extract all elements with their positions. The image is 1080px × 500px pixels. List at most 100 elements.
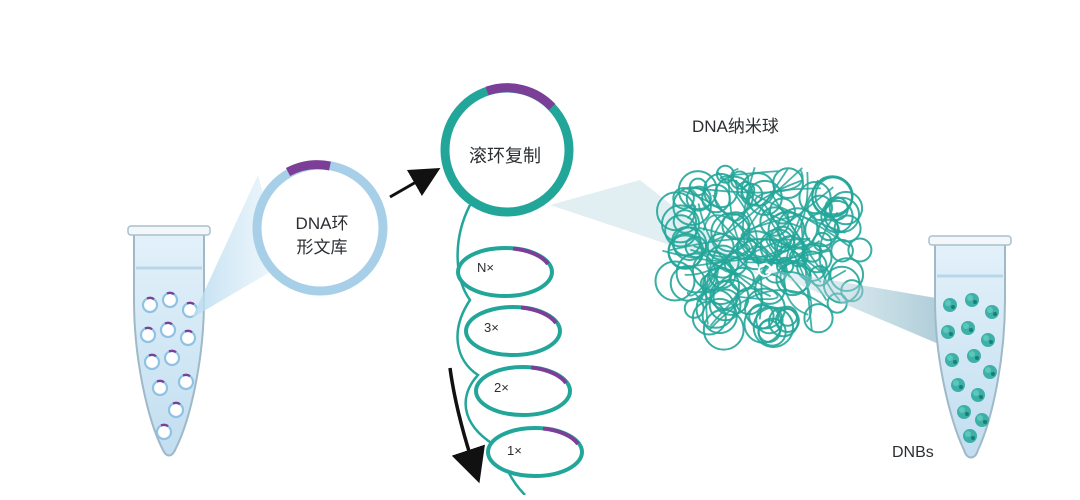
nanoball-loop-53 — [685, 185, 712, 212]
dnb-particle-12 — [975, 413, 989, 427]
dnb-particle-7 — [967, 349, 981, 363]
dnb-particle-9 — [951, 378, 965, 392]
nanoball-strand-20 — [730, 167, 846, 234]
rca-circle — [440, 83, 574, 217]
dnb-particles — [941, 293, 999, 443]
loop-label-n: N× — [477, 260, 494, 275]
library-circle-3 — [139, 326, 157, 344]
library-circle-7 — [163, 349, 181, 367]
rca-label: 滚环复制 — [469, 146, 541, 166]
nanoball-strand-39 — [698, 237, 822, 303]
library-circle-mark-9 — [156, 379, 165, 384]
nanoball-loop-86 — [654, 260, 696, 302]
nanoball-strand-19 — [693, 179, 783, 261]
nanoball-label: DNA纳米球 — [692, 117, 779, 136]
nanoball-loop-22 — [798, 181, 832, 215]
dnb-particle-11 — [957, 405, 971, 419]
rca-loop-3 — [486, 426, 584, 478]
zoom-beam-right — [760, 268, 948, 348]
dnbs-label: DNBs — [892, 444, 934, 461]
library-circle-mark-8 — [182, 373, 191, 378]
nanoball-strand-10 — [697, 203, 772, 298]
library-circle-11 — [155, 423, 173, 441]
nanoball-strand-29 — [727, 176, 821, 265]
dnb-particle-13 — [963, 429, 977, 443]
nanoball-loop-65 — [755, 305, 784, 335]
nanoball-strand-35 — [681, 189, 763, 320]
nanoball-strand-12 — [686, 168, 789, 297]
nanoball-loop-94 — [691, 300, 727, 336]
library-circle-6 — [143, 353, 161, 371]
library-circle-mark-6 — [148, 353, 157, 358]
nanoball-loop-42 — [672, 209, 698, 234]
dnb-particle-1 — [965, 293, 979, 307]
dnb-particle-4 — [961, 321, 975, 335]
library-circle-mark-1 — [166, 291, 175, 296]
library-circle-mark-0 — [146, 296, 155, 301]
library-circle-9 — [151, 379, 169, 397]
nanoball-loop-62 — [746, 179, 783, 216]
library-label-line2: 形文库 — [296, 238, 348, 257]
nanoball-strand-33 — [683, 226, 751, 269]
dnb-particle-3 — [941, 325, 955, 339]
dnb-particle-5 — [981, 333, 995, 347]
nanoball-strand-22 — [765, 235, 823, 274]
library-circle-mark-2 — [186, 301, 195, 306]
nanoball-loop-72 — [672, 187, 695, 210]
nanoball-strand-8 — [708, 289, 828, 331]
nanoball-loop-74 — [744, 287, 786, 330]
library-label: DNA环 形文库 — [262, 212, 382, 260]
nanoball-strand-34 — [669, 238, 757, 282]
rca-loop-mark-2 — [530, 365, 568, 385]
loop-label-2: 2× — [494, 380, 509, 395]
nanoball-strand-36 — [686, 204, 697, 220]
rca-loop-0 — [456, 246, 554, 298]
loop-label-3: 3× — [484, 320, 499, 335]
nanoball-loop-60 — [705, 244, 740, 279]
library-circle-mark-10 — [172, 401, 181, 406]
nanoball-loop-78 — [803, 303, 834, 334]
dnb-particle-0 — [943, 298, 957, 312]
library-circle-8 — [177, 373, 195, 391]
rca-loop-mark-0 — [512, 246, 550, 266]
nanoball-loop-91 — [811, 176, 853, 219]
rca-loop-mark-1 — [520, 305, 558, 325]
library-circle-10 — [167, 401, 185, 419]
nanoball-strand-25 — [786, 211, 851, 254]
arrow-to-rca — [389, 168, 441, 199]
nanoball-strand-2 — [684, 186, 834, 276]
rca-helix — [456, 204, 584, 496]
nanoball-loop-0 — [847, 237, 873, 263]
left-test-tube — [127, 225, 211, 457]
dnb-particle-6 — [945, 353, 959, 367]
right-test-tube — [928, 235, 1012, 459]
dna-nanoball — [654, 164, 873, 351]
library-circle-5 — [179, 329, 197, 347]
dnb-particle-8 — [983, 365, 997, 379]
library-circle-mark-5 — [184, 329, 193, 334]
rca-loop-2 — [474, 365, 572, 417]
nanoball-loop-67 — [828, 190, 864, 226]
library-circle-1 — [161, 291, 179, 309]
nanoball-strand-32 — [690, 169, 804, 194]
nanoball-loop-64 — [774, 308, 800, 333]
nanoball-strand-21 — [712, 189, 753, 222]
nanoball-strand-16 — [740, 213, 810, 241]
nanoball-strand-3 — [694, 266, 720, 301]
nanoball-loop-93 — [812, 231, 833, 252]
downward-arrow — [448, 367, 485, 484]
library-circle-mark-11 — [160, 423, 169, 428]
library-circle-mark-3 — [144, 326, 153, 331]
dna-circular-library — [252, 160, 388, 296]
library-circle-mark-7 — [168, 349, 177, 354]
nanoball-loop-87 — [772, 167, 804, 200]
dnb-particle-2 — [985, 305, 999, 319]
library-circles — [139, 291, 199, 441]
library-circle-0 — [141, 296, 159, 314]
nanoball-loop-77 — [752, 306, 795, 348]
library-circle-mark-4 — [164, 321, 173, 326]
rca-loop-1 — [464, 305, 562, 357]
library-label-line1: DNA环 — [295, 214, 349, 233]
